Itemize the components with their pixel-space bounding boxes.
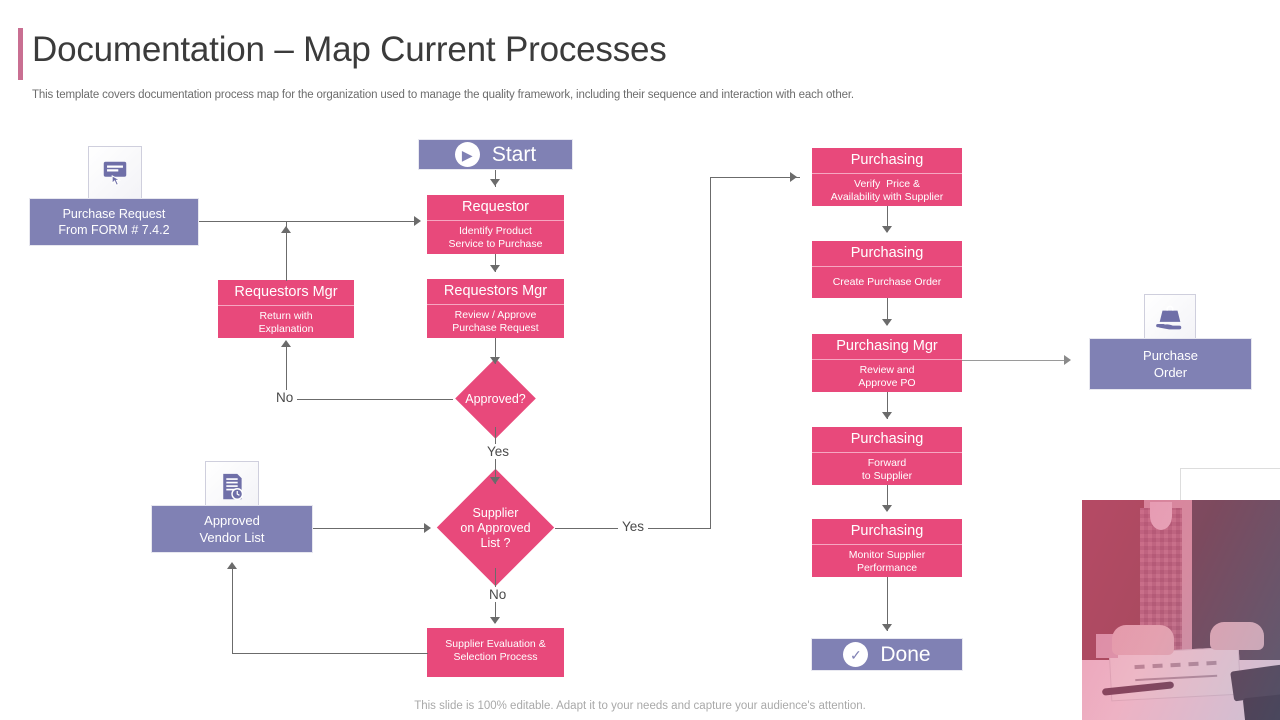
approved-vendor-list-input[interactable]: Approved Vendor List (151, 505, 313, 553)
node-purchasing-verify[interactable]: Purchasing Verify Price &Availability wi… (812, 148, 962, 206)
node-purchasing-create-po-role: Purchasing (812, 241, 962, 267)
edge-eval-back-arrow (227, 562, 237, 569)
node-purchasing-mgr-po-role: Purchasing Mgr (812, 334, 962, 360)
title-accent-bar (18, 28, 23, 80)
edge-mgr-to-po-arrow (1064, 355, 1071, 365)
node-requestors-mgr-return-role: Requestors Mgr (218, 280, 354, 306)
decision-approved[interactable]: Approved? (447, 358, 544, 439)
done-button[interactable]: ✓ Done (811, 638, 963, 671)
edge-eval-back-h (232, 653, 428, 654)
edge-mgr-to-po (962, 360, 1067, 361)
edge-start-to-requestor-arrow (490, 179, 500, 186)
edge-supplier-no-arrow (490, 617, 500, 624)
play-circle-icon: ▶ (454, 142, 480, 167)
page-subtitle: This template covers documentation proce… (32, 89, 854, 101)
node-purchasing-create-po-task: Create Purchase Order (832, 276, 942, 288)
approved-vendor-list-line1: Approved (204, 513, 260, 528)
edge-requestor-to-mgr (495, 254, 496, 272)
edge-forward-to-monitor (887, 485, 888, 511)
form-click-icon-tile (88, 146, 142, 200)
edge-mgr-to-forward-arrow (882, 412, 892, 419)
edge-approved-no-arrow (281, 340, 291, 347)
page-title: Documentation – Map Current Processes (32, 30, 667, 69)
footer-note: This slide is 100% editable. Adapt it to… (414, 700, 866, 712)
edge-supplier-yes-arrow (790, 172, 797, 182)
edge-mgr-to-forward (887, 392, 888, 419)
edge-label-approved-yes: Yes (483, 444, 514, 459)
node-purchasing-create-po[interactable]: Purchasing Create Purchase Order (812, 241, 962, 298)
edge-avl-to-supplier (313, 528, 424, 529)
purchase-order-output[interactable]: Purchase Order (1089, 338, 1252, 390)
edge-supplier-yes-h2 (710, 177, 800, 178)
approved-vendor-list-line2: Vendor List (199, 530, 265, 545)
decision-approved-label: Approved? (465, 391, 526, 406)
edge-verify-to-create (887, 206, 888, 232)
purchase-request-line1: Purchase Request (62, 207, 166, 221)
node-purchasing-monitor-role: Purchasing (812, 519, 962, 545)
purchase-request-line2: From FORM # 7.4.2 (58, 223, 170, 237)
purchase-request-input[interactable]: Purchase Request From FORM # 7.4.2 (29, 198, 199, 246)
shopping-bag-hand-icon-tile (1144, 294, 1196, 346)
edge-forward-to-monitor-arrow (882, 505, 892, 512)
purchase-order-line2: Order (1153, 365, 1188, 380)
edge-monitor-to-done (887, 577, 888, 631)
edge-create-to-mgr-arrow (882, 319, 892, 326)
edge-return-to-pr-arrow (281, 226, 291, 233)
edge-pr-to-requestor-arrow (414, 216, 421, 226)
edge-create-to-mgr (887, 298, 888, 325)
edge-approved-yes-arrow (490, 477, 500, 484)
node-purchasing-forward-role: Purchasing (812, 427, 962, 453)
edge-mgr-to-approved (495, 338, 496, 364)
node-purchasing-verify-role: Purchasing (812, 148, 962, 174)
shopping-bag-hand-icon (1156, 305, 1182, 330)
document-clock-icon-tile (205, 461, 259, 513)
edge-supplier-yes-v (710, 177, 711, 529)
node-requestor-role: Requestor (427, 195, 564, 221)
edge-return-to-pr (286, 221, 287, 281)
edge-label-approved-no: No (272, 390, 298, 405)
edge-label-supplier-no: No (485, 587, 511, 602)
business-meeting-photo (1082, 500, 1280, 720)
edge-eval-back-v (232, 569, 233, 653)
start-button[interactable]: ▶ Start (418, 139, 573, 170)
form-click-icon (103, 161, 127, 186)
edge-verify-to-create-arrow (882, 226, 892, 233)
node-requestors-mgr-review-role: Requestors Mgr (427, 279, 564, 305)
node-supplier-evaluation-task: Supplier Evaluation &Selection Process (445, 638, 546, 663)
edge-approved-no-up (286, 347, 287, 399)
edge-approved-no (286, 399, 453, 400)
start-button-label: Start (491, 142, 537, 166)
edge-start-to-requestor (495, 170, 496, 187)
edge-mgr-to-approved-arrow (490, 357, 500, 364)
done-button-label: Done (880, 642, 931, 666)
node-supplier-evaluation[interactable]: Supplier Evaluation &Selection Process (427, 628, 564, 677)
document-clock-icon (223, 473, 244, 500)
edge-label-supplier-yes: Yes (618, 519, 649, 534)
edge-avl-to-supplier-arrow (424, 523, 431, 533)
check-circle-icon: ✓ (843, 642, 869, 667)
node-purchasing-verify-task: Verify Price &Availability with Supplier (830, 178, 944, 203)
edge-pr-to-requestor (199, 221, 414, 222)
edge-requestor-to-mgr-arrow (490, 265, 500, 272)
edge-monitor-to-done-arrow (882, 624, 892, 631)
purchase-order-line1: Purchase (1143, 348, 1198, 363)
